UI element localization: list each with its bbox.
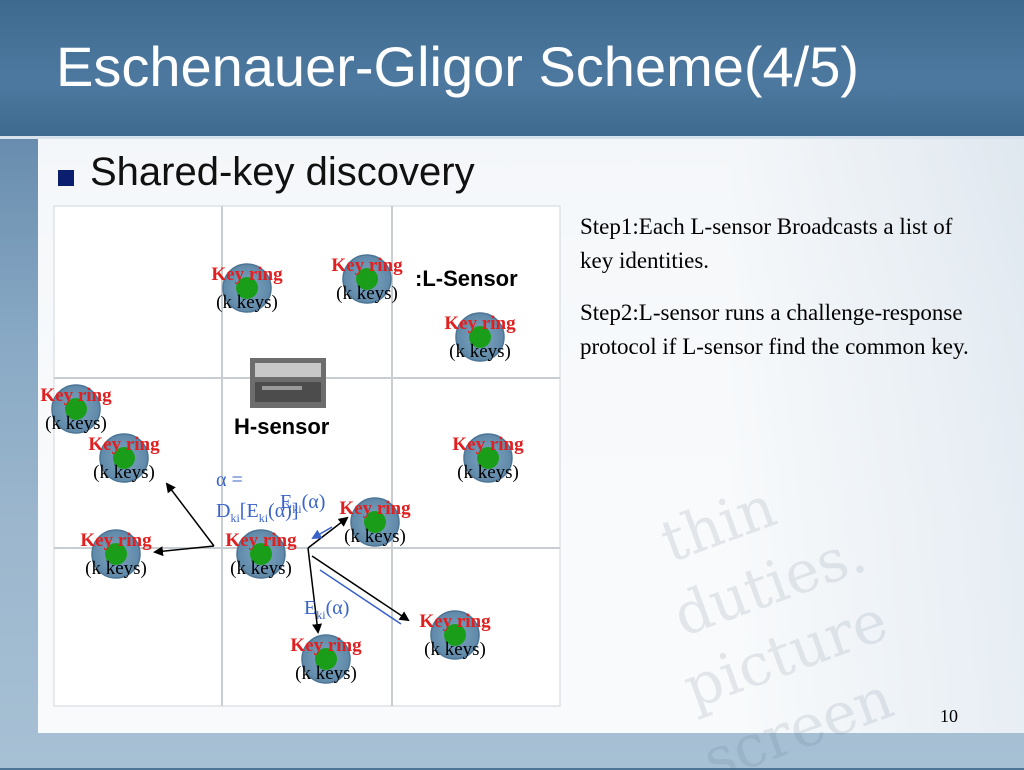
key-ring-node: Key ring (k keys): [452, 433, 524, 483]
key-count-label: (k keys): [457, 462, 519, 483]
encrypt-key-subscript: ki: [292, 502, 302, 516]
key-ring-node: Key ring (k keys): [40, 384, 112, 434]
arrow-line: [311, 555, 410, 622]
encrypt-prefix: E: [280, 491, 292, 513]
key-ring-nodes: Key ring(k keys)Key ring(k keys)Key ring…: [40, 254, 524, 684]
decrypt-expression: Dki[Eki(α)]: [216, 500, 299, 525]
key-ring-label: Key ring: [419, 611, 491, 632]
slide-title: Eschenauer-Gligor Scheme(4/5): [56, 35, 860, 98]
decrypt-prefix: D: [216, 500, 230, 522]
key-count-label: (k keys): [230, 558, 292, 579]
sensor-core-icon: [444, 624, 466, 646]
decrypt-open: [E: [240, 500, 259, 522]
arrow-group: [153, 482, 410, 634]
encrypt-suffix: (α): [302, 491, 326, 513]
key-ring-label: Key ring: [339, 498, 411, 519]
key-count-label: (k keys): [93, 462, 155, 483]
sensor-core-icon: [356, 268, 378, 290]
title-bar: [0, 0, 1024, 136]
key-ring-label: Key ring: [88, 434, 160, 455]
key-ring-node: Key ring (k keys): [88, 433, 160, 483]
key-ring-node: Key ring (k keys): [444, 312, 516, 362]
key-count-label: (k keys): [295, 663, 357, 684]
key-ring-label: Key ring: [290, 635, 362, 656]
sensor-core-icon: [364, 511, 386, 533]
key-ring-label: Key ring: [444, 313, 516, 334]
arrow-line-blue: [311, 526, 333, 540]
sensor-core-icon: [105, 543, 127, 565]
bullet-square-icon: [58, 170, 74, 186]
key-count-label: (k keys): [85, 558, 147, 579]
key-count-label: (k keys): [344, 526, 406, 547]
key-count-label: (k keys): [216, 292, 278, 313]
sensor-core-icon: [65, 398, 87, 420]
arrow-line: [307, 547, 323, 634]
encrypt-key-subscript: ki: [316, 608, 326, 622]
key-ring-node: Key ring (k keys): [80, 529, 152, 579]
key-ring-node: Key ring (k keys): [419, 610, 491, 660]
key-count-label: (k keys): [449, 341, 511, 362]
page-number: 10: [940, 706, 958, 726]
sensor-core-icon: [469, 326, 491, 348]
l-sensor-label: :L-Sensor: [415, 266, 518, 291]
arrow-line: [153, 545, 215, 557]
key-ring-label: Key ring: [225, 530, 297, 551]
sensor-core-icon: [113, 447, 135, 469]
h-sensor-device-icon: [250, 358, 326, 408]
alpha-equation: α =: [216, 469, 243, 491]
decrypt-key-subscript: ki: [230, 511, 240, 525]
key-ring-node: Key ring (k keys): [339, 497, 411, 547]
sensor-core-icon: [250, 543, 272, 565]
key-ring-label: Key ring: [40, 385, 112, 406]
key-ring-label: Key ring: [331, 255, 403, 276]
arrow-line: [307, 516, 349, 549]
decrypt-close: (α)]: [268, 500, 298, 522]
key-ring-node: Key ring (k keys): [290, 634, 362, 684]
encrypt-prefix: E: [304, 597, 316, 619]
key-ring-node: Key ring (k keys): [225, 529, 297, 579]
key-ring-label: Key ring: [211, 264, 283, 285]
title-divider: [0, 136, 1024, 139]
key-ring-label: Key ring: [452, 434, 524, 455]
sensor-core-icon: [315, 648, 337, 670]
arrow-line: [165, 482, 215, 547]
h-sensor-label: H-sensor: [234, 414, 330, 439]
bullet-text: Shared-key discovery: [90, 150, 475, 194]
step-1-text: Step1:Each L-sensor Broadcasts a list of…: [580, 214, 953, 273]
key-ring-node: Key ring (k keys): [211, 263, 283, 313]
encrypt-suffix: (α): [326, 597, 350, 619]
encrypt-expression-top: Eki(α): [280, 491, 325, 516]
sensor-core-icon: [236, 277, 258, 299]
key-count-label: (k keys): [424, 639, 486, 660]
key-ring-node: Key ring (k keys): [331, 254, 403, 304]
key-ring-label: Key ring: [80, 530, 152, 551]
encrypt-expression-bottom: Eki(α): [304, 597, 349, 622]
step-2-text: Step2:L-sensor runs a challenge-response…: [580, 300, 969, 359]
key-count-label: (k keys): [45, 413, 107, 434]
decrypt-inner-subscript: ki: [259, 511, 269, 525]
sensor-core-icon: [477, 447, 499, 469]
key-count-label: (k keys): [336, 283, 398, 304]
arrow-line-blue: [319, 569, 402, 625]
